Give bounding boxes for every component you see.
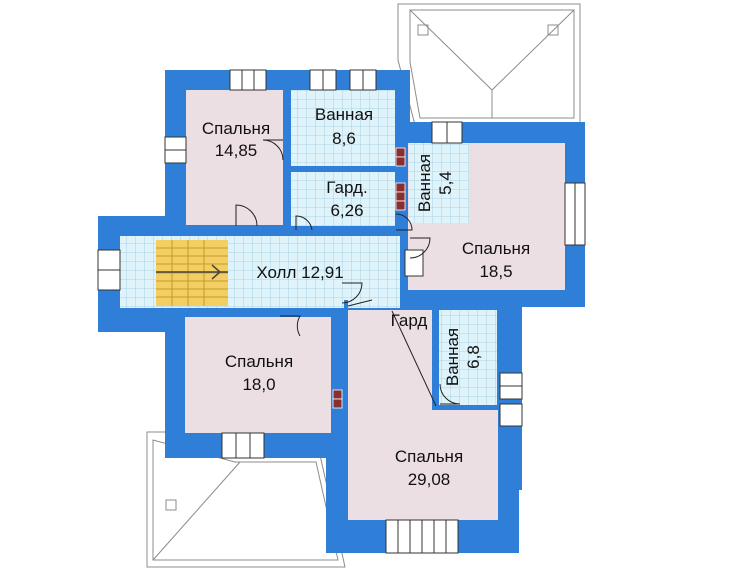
bedroom-se-area: 29,08	[408, 470, 451, 489]
bath-mid-floor	[409, 143, 469, 223]
bedroom-e-name: Спальня	[462, 239, 530, 258]
bedroom-sw-area: 18,0	[242, 375, 275, 394]
staircase	[156, 240, 228, 306]
bedroom-e-area: 18,5	[479, 262, 512, 281]
bath-se-area: 6,8	[464, 345, 483, 369]
wardrobe-n-name: Гард.	[326, 178, 367, 197]
bedroom-sw-name: Спальня	[225, 352, 293, 371]
bath-n-floor	[291, 90, 395, 166]
room-labels: Спальня 14,85 Ванная 8,6 Гард. 6,26 Ванн…	[202, 105, 530, 489]
roof-outline-top	[397, 3, 581, 126]
wardrobe-n-area: 6,26	[330, 201, 363, 220]
windows	[97, 69, 586, 554]
bedroom-nw-floor	[186, 90, 283, 225]
bath-se-name: Ванная	[443, 328, 462, 386]
bath-se-floor	[439, 310, 497, 405]
wardrobe-n-floor	[291, 172, 395, 226]
bath-mid-area: 5,4	[436, 171, 455, 195]
hall-label: Холл 12,91	[256, 263, 343, 282]
bedroom-nw-name: Спальня	[202, 119, 270, 138]
bedroom-se-floor	[346, 310, 498, 520]
chimney-blocks	[332, 147, 406, 409]
bedroom-se-name: Спальня	[395, 447, 463, 466]
bath-n-name: Ванная	[315, 105, 373, 124]
bedroom-nw-area: 14,85	[215, 141, 258, 160]
wardrobe-s-name: Гард	[391, 311, 428, 330]
bath-mid-name: Ванная	[415, 154, 434, 212]
bedroom-sw-floor	[185, 317, 331, 433]
doors	[235, 139, 461, 407]
bath-n-area: 8,6	[332, 129, 356, 148]
